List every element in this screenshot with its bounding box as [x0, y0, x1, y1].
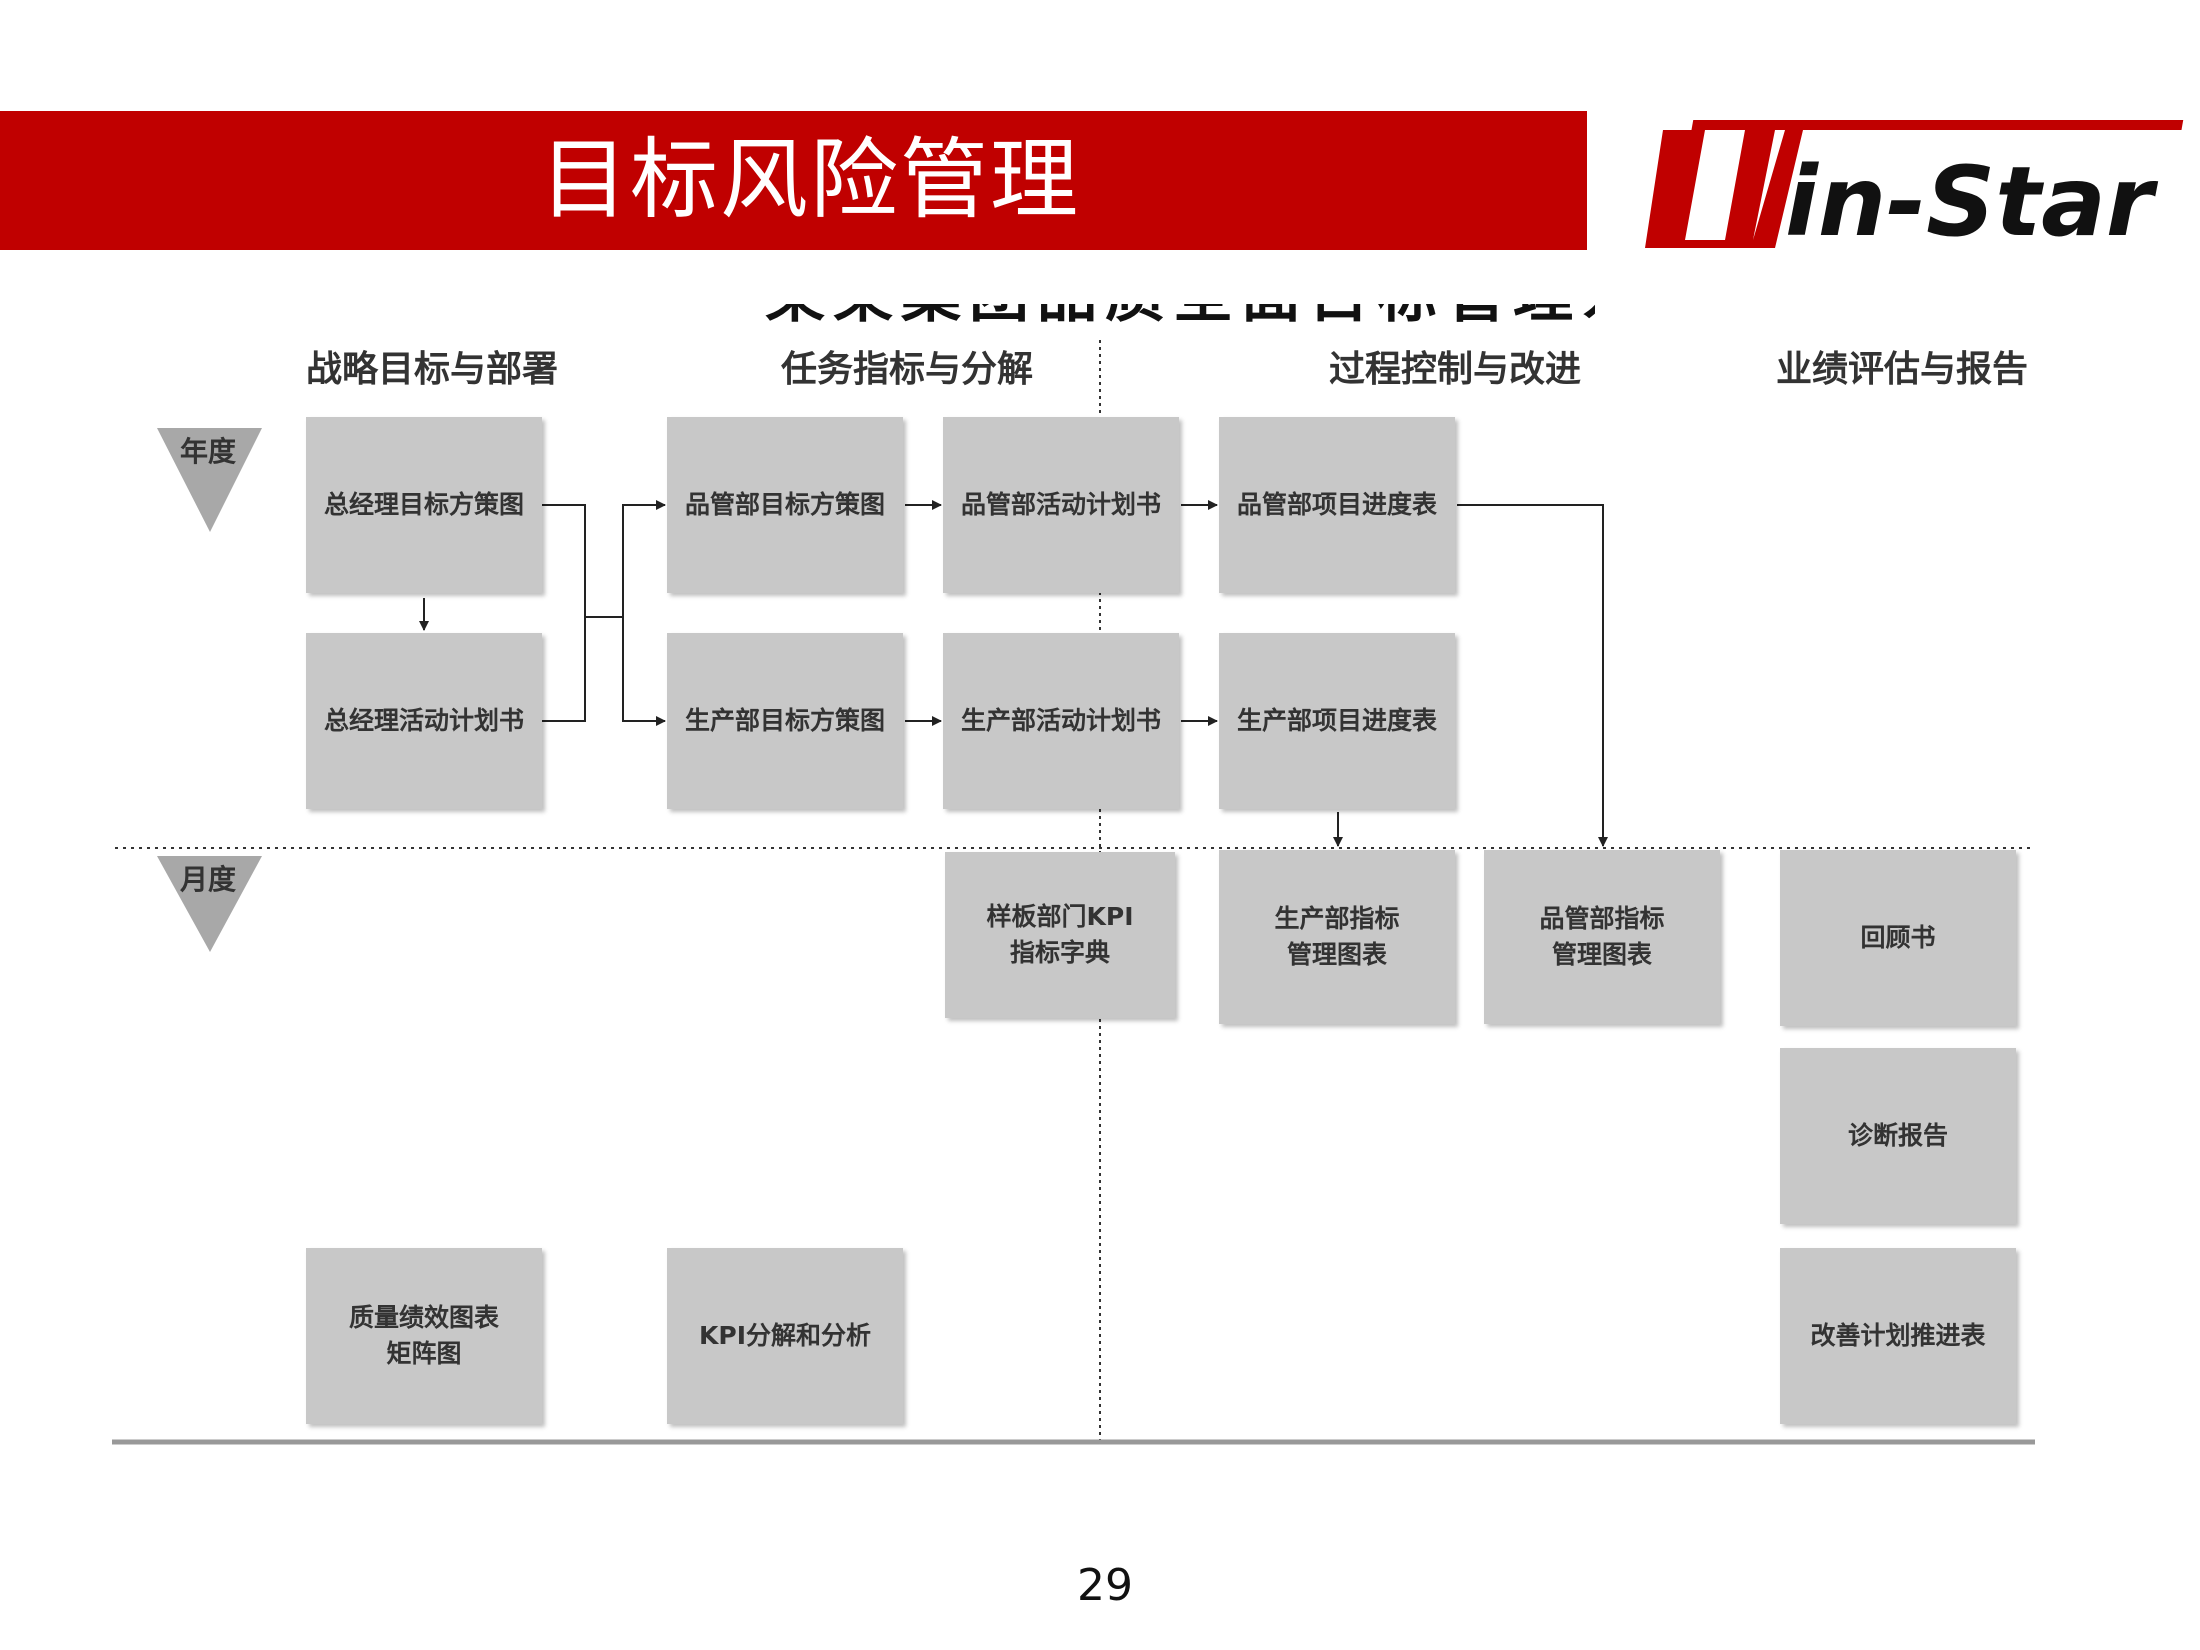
- box-diagnosis-report: 诊断报告: [1780, 1048, 2016, 1224]
- box-review: 回顾书: [1780, 850, 2016, 1026]
- level-triangle-annual: [157, 428, 262, 532]
- box-qm-activity-plan: 品管部活动计划书: [943, 417, 1179, 593]
- box-prod-target-plan: 生产部目标方策图: [667, 633, 903, 809]
- box-kpi-analysis: KPI分解和分析: [667, 1248, 903, 1424]
- logo-text: in-Star: [1785, 146, 2159, 258]
- box-gm-target-plan: 总经理目标方策图: [306, 417, 542, 593]
- column-header-evaluation: 业绩评估与报告: [1775, 349, 2028, 390]
- level-triangle-monthly: [157, 856, 262, 952]
- box-prod-activity-plan: 生产部活动计划书: [943, 633, 1179, 809]
- column-header-strategy: 战略目标与部署: [305, 349, 558, 390]
- box-gm-activity-plan: 总经理活动计划书: [306, 633, 542, 809]
- box-qm-indicator-chart: 品管部指标 管理图表: [1484, 850, 1720, 1024]
- connector-gm-target: [542, 504, 586, 617]
- box-qm-target-plan: 品管部目标方策图: [667, 417, 903, 593]
- box-improvement-plan: 改善计划推进表: [1780, 1248, 2016, 1424]
- arrow-qm-progress-to-chart: [1457, 504, 1608, 847]
- box-prod-progress: 生产部项目进度表: [1219, 633, 1455, 809]
- level-label-monthly: 月度: [180, 863, 237, 896]
- box-kpi-dictionary: 样板部门KPI 指标字典: [945, 852, 1175, 1018]
- box-prod-indicator-chart: 生产部指标 管理图表: [1219, 850, 1455, 1024]
- level-label-annual: 年度: [180, 435, 237, 468]
- connector-gm-plan: [542, 617, 586, 722]
- column-header-tasks: 任务指标与分解: [780, 349, 1033, 390]
- page-title: 目标风险管理: [540, 128, 1081, 231]
- column-header-process: 过程控制与改进: [1328, 349, 1581, 390]
- arrow-to-prod-target: [622, 617, 666, 726]
- box-quality-chart: 质量绩效图表 矩阵图: [306, 1248, 542, 1424]
- logo-w-mark: [1645, 130, 1803, 248]
- diagram-title-cropped: 某某集团品质全面目标管理系统图: [765, 304, 1595, 330]
- page-number: 29: [1077, 1560, 1133, 1611]
- box-qm-progress: 品管部项目进度表: [1219, 417, 1455, 593]
- title-banner: [0, 111, 1587, 250]
- arrow-to-qm-target: [622, 500, 666, 617]
- logo-swoosh: [1691, 120, 2184, 130]
- win-star-logo: in-Star: [1645, 120, 2184, 258]
